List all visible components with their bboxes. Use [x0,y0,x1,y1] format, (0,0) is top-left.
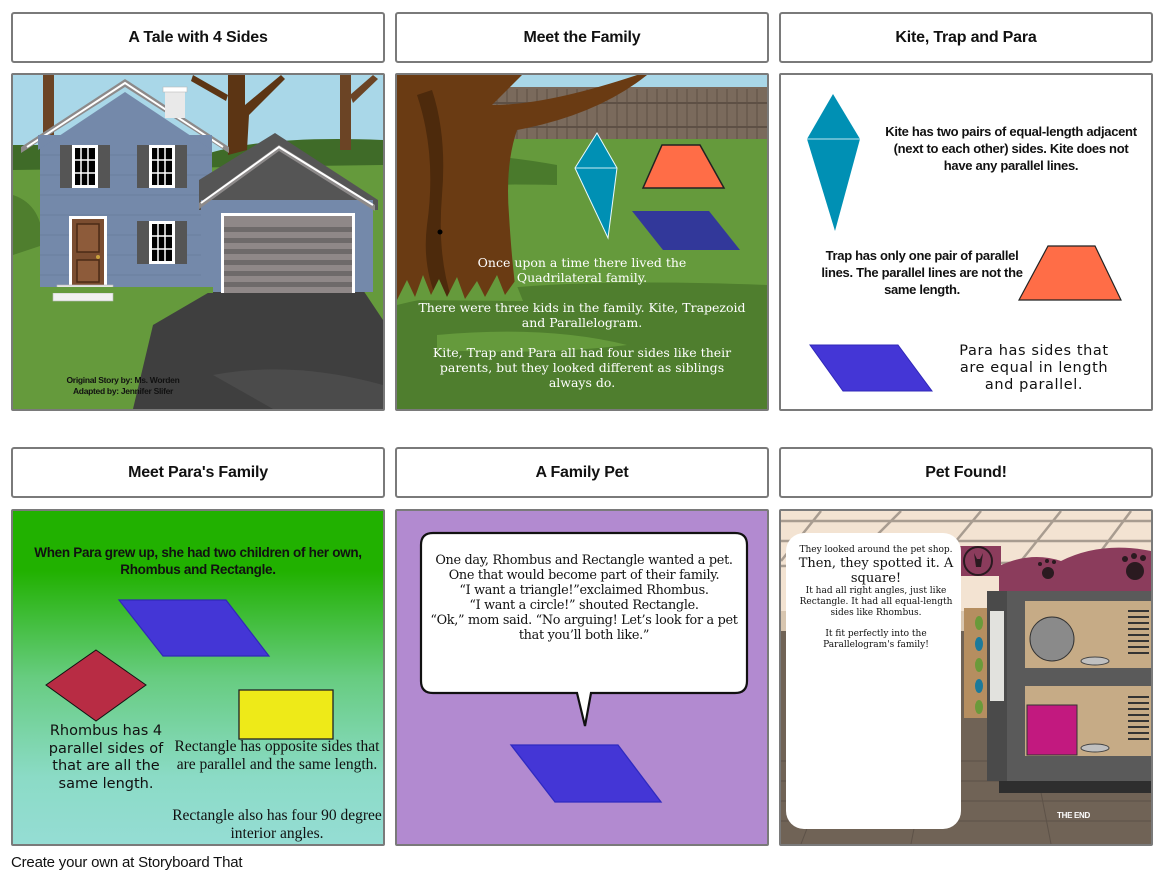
paras-family-intro: When Para grew up, she had two children … [34,545,362,577]
kite-shape [807,94,860,231]
the-end-label: THE END [1057,811,1091,820]
rectangle-shape [238,689,334,740]
speech-line-3: “I want a circle!” shouted Rectangle. [469,598,699,613]
credits: Original Story by: Ms. Worden Adapted by… [13,375,233,397]
caption-intro: They looked around the pet shop. [799,545,953,555]
rectangle-description-1: Rectangle has opposite sides that are pa… [174,738,380,773]
para-shape [509,744,663,803]
parallelogram-shape [809,344,933,392]
narration-paragraph-3: Kite, Trap and Para all had four sides l… [432,345,732,390]
narration-paragraph-2: There were three kids in the family. Kit… [418,300,746,330]
trap-description: Trap has only one pair of parallel lines… [821,248,1023,297]
caption-details: It had all right angles, just like Recta… [799,586,953,618]
pet-scene [419,531,749,803]
speech-bubble [419,531,749,727]
speech-text: One day, Rhombus and Rectangle wanted a … [427,553,741,643]
credit-author: Original Story by: Ms. Worden [66,375,180,385]
caption-box [786,533,961,829]
cell-title-5: A Family Pet [395,447,769,498]
pet-found-caption: They looked around the pet shop. Then, t… [791,541,961,651]
para-shape [117,599,271,657]
panel-family-pet: One day, Rhombus and Rectangle wanted a … [395,509,769,846]
storyboard-that-link[interactable]: Create your own at Storyboard That [11,854,243,871]
panel-backyard-scene: Once upon a time there lived the Quadril… [395,73,769,411]
backyard-illustration [397,75,767,409]
panel-shapes-explained: Kite has two pairs of equal-length adjac… [779,73,1153,411]
cell-title-6: Pet Found! [779,447,1153,498]
square-shape [1026,704,1078,756]
panel-paras-family: When Para grew up, she had two children … [11,509,385,846]
cell-title-4: Meet Para's Family [11,447,385,498]
panel-pet-found: They looked around the pet shop. Then, t… [779,509,1153,846]
pet-shop-scene [781,511,1151,844]
caption-conclusion: It fit perfectly into the Parallelogram'… [823,629,929,650]
para-description: Para has sides that are equal in length … [959,343,1109,393]
narration-paragraph-1: Once upon a time there lived the Quadril… [477,255,687,285]
cell-title-2: Meet the Family [395,12,769,63]
credit-adapter: Adapted by: Jennifer Slifer [72,386,174,396]
rhombus-shape [45,649,147,722]
rectangle-description-2: Rectangle also has four 90 degree interi… [172,807,382,842]
cell-title-3: Kite, Trap and Para [779,12,1153,63]
circle-shape [1029,616,1075,662]
shape-diagrams [807,94,1122,392]
cell-title-1: A Tale with 4 Sides [11,12,385,63]
speech-line-2: “I want a triangle!”exclaimed Rhombus. [459,583,709,598]
family-narration: Once upon a time there lived the Quadril… [417,255,747,390]
house-illustration [13,75,383,409]
panel-house-scene: Original Story by: Ms. Worden Adapted by… [11,73,385,411]
rhombus-description: Rhombus has 4 parallel sides of that are… [48,723,164,792]
kite-description: Kite has two pairs of equal-length adjac… [885,124,1137,173]
speech-line-1: One day, Rhombus and Rectangle wanted a … [435,553,733,583]
caption-reveal: Then, they spotted it. A square! [798,556,954,586]
trapezoid-shape [1017,245,1122,301]
speech-line-4: “Ok,” mom said. “No arguing! Let’s look … [430,613,738,643]
family-shapes [45,599,334,740]
